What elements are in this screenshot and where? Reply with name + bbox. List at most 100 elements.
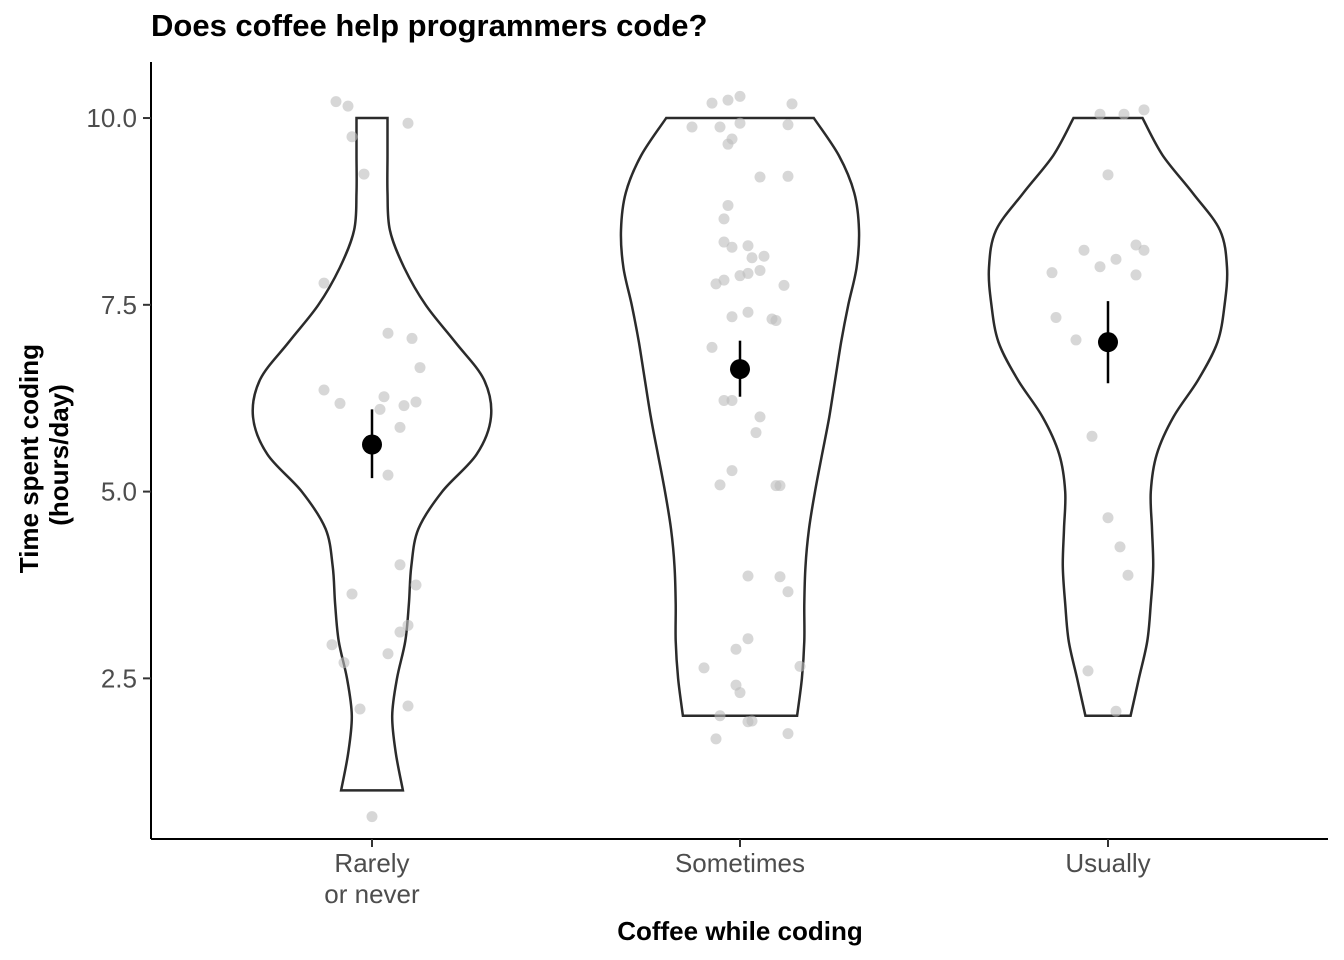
data-point — [402, 700, 414, 712]
y-tick-label: 10.0 — [86, 103, 137, 133]
violin-usually — [987, 116, 1229, 717]
data-point — [722, 138, 734, 150]
x-tick-label: Sometimes — [675, 848, 805, 878]
mean-point — [730, 359, 750, 380]
data-point — [338, 657, 350, 669]
data-point — [750, 427, 762, 439]
data-point — [366, 811, 378, 823]
data-point — [1122, 569, 1134, 581]
data-point — [734, 270, 746, 282]
data-point — [1078, 244, 1090, 256]
data-point — [1094, 108, 1106, 120]
y-tick-label: 7.5 — [101, 290, 137, 320]
data-point — [722, 199, 734, 211]
data-point — [714, 121, 726, 133]
data-point — [758, 250, 770, 262]
data-point — [714, 479, 726, 491]
data-point — [346, 588, 358, 600]
data-point — [726, 394, 738, 406]
data-point — [794, 660, 806, 672]
data-point — [754, 411, 766, 423]
data-point — [382, 648, 394, 660]
data-point — [786, 98, 798, 110]
data-point — [770, 480, 782, 492]
data-point — [782, 586, 794, 598]
data-point — [1086, 430, 1098, 442]
data-point — [354, 703, 366, 715]
x-tick-label-line: or never — [324, 879, 420, 909]
data-point — [742, 306, 754, 318]
data-point — [782, 119, 794, 131]
data-point — [754, 264, 766, 276]
data-point — [746, 715, 758, 727]
data-point — [706, 341, 718, 353]
data-point — [1046, 267, 1058, 279]
data-point — [1110, 253, 1122, 265]
data-point — [406, 332, 418, 344]
data-point — [318, 384, 330, 396]
data-point — [1102, 169, 1114, 181]
y-tick-layer: 2.55.07.510.0 — [86, 103, 151, 693]
data-point — [346, 131, 358, 143]
data-point — [334, 397, 346, 409]
data-point — [378, 391, 390, 403]
data-point — [730, 643, 742, 655]
data-point — [1130, 269, 1142, 281]
data-point — [754, 171, 766, 183]
data-point — [714, 710, 726, 722]
data-point — [1050, 312, 1062, 324]
data-point — [722, 94, 734, 106]
data-point — [330, 96, 342, 108]
x-tick-label-line: Sometimes — [675, 848, 805, 878]
data-point — [358, 168, 370, 180]
y-axis-title: Time spent coding (hours/day) — [14, 337, 74, 573]
data-point — [394, 421, 406, 433]
x-tick-label-line: Rarely — [334, 848, 409, 878]
data-point — [782, 728, 794, 740]
data-point — [1114, 541, 1126, 553]
data-point — [726, 311, 738, 323]
x-tick-label: Usually — [1065, 848, 1150, 878]
data-point — [342, 100, 354, 112]
data-point — [394, 626, 406, 638]
summary-layer — [362, 301, 1118, 479]
data-point — [778, 279, 790, 291]
data-point — [410, 579, 422, 591]
data-point — [414, 362, 426, 374]
data-point — [742, 570, 754, 582]
data-point — [726, 465, 738, 477]
jitter-point-layer — [318, 90, 1150, 823]
axes-layer — [150, 62, 1328, 840]
data-point — [770, 315, 782, 327]
data-point — [686, 121, 698, 133]
data-point — [742, 240, 754, 252]
data-point — [402, 619, 414, 631]
data-point — [782, 170, 794, 182]
data-point — [718, 236, 730, 248]
data-point — [326, 639, 338, 651]
y-tick-label: 5.0 — [101, 477, 137, 507]
x-tick-label-line: Usually — [1065, 848, 1150, 878]
data-point — [382, 327, 394, 339]
data-point — [746, 252, 758, 264]
data-point — [774, 571, 786, 583]
mean-point — [362, 434, 382, 455]
data-point — [394, 559, 406, 571]
data-point — [1118, 108, 1130, 120]
data-point — [382, 469, 394, 481]
data-point — [1110, 705, 1122, 717]
chart-title: Does coffee help programmers code? — [151, 8, 708, 43]
data-point — [402, 117, 414, 129]
data-point — [718, 394, 730, 406]
violin-rarely-or-never — [251, 116, 493, 792]
data-point — [734, 687, 746, 699]
x-axis-title: Coffee while coding — [617, 916, 863, 946]
data-point — [1102, 512, 1114, 524]
data-point — [706, 97, 718, 109]
data-point — [698, 662, 710, 674]
data-point — [734, 90, 746, 102]
data-point — [1094, 261, 1106, 273]
violin-sometimes — [619, 116, 861, 717]
